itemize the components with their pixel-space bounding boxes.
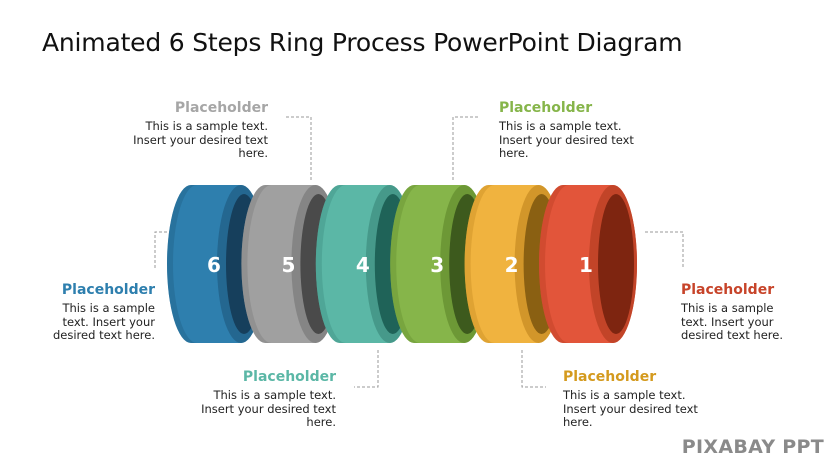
callout-text: This is a sample text. Insert your desir… <box>499 119 634 160</box>
callout-text: This is a sample text. Insert your desir… <box>681 301 783 342</box>
callout-heading: Placeholder <box>563 369 657 385</box>
callout-heading: Placeholder <box>499 100 593 116</box>
connector-right <box>645 231 684 268</box>
connector-bottom-left <box>354 350 379 388</box>
ring-opening <box>598 194 634 334</box>
callout-bottom-right: Placeholder This is a sample text. Inser… <box>563 368 719 430</box>
ring-left-shade <box>464 185 495 343</box>
callout-heading: Placeholder <box>681 282 775 298</box>
ring-number-label: 4 <box>356 253 370 277</box>
callout-text: This is a sample text. Insert your desir… <box>563 388 698 429</box>
connector-top-right <box>452 116 478 180</box>
ring-left-shade <box>315 185 346 343</box>
ring-left-shade <box>390 185 421 343</box>
ring-step-1 <box>539 185 637 343</box>
callout-text: This is a sample text. Insert your desir… <box>133 119 268 160</box>
callout-text: This is a sample text. Insert your desir… <box>53 301 155 342</box>
callout-top-left: Placeholder This is a sample text. Inser… <box>110 99 268 161</box>
connector-bottom-right <box>521 350 546 388</box>
slide-title: Animated 6 Steps Ring Process PowerPoint… <box>42 28 683 57</box>
callout-right: Placeholder This is a sample text. Inser… <box>681 281 797 343</box>
callout-heading: Placeholder <box>61 282 155 298</box>
ring-left-shade <box>539 185 569 343</box>
callout-heading: Placeholder <box>174 100 268 116</box>
connector-top-left <box>286 116 312 180</box>
callout-left: Placeholder This is a sample text. Inser… <box>38 281 155 343</box>
callout-bottom-left: Placeholder This is a sample text. Inser… <box>178 368 336 430</box>
watermark-logo: PIXABAY PPT <box>681 436 824 458</box>
callout-heading: Placeholder <box>242 369 336 385</box>
ring-number-label: 1 <box>579 253 593 277</box>
callout-text: This is a sample text. Insert your desir… <box>201 388 336 429</box>
ring-left-shade <box>241 185 272 343</box>
ring-number-label: 2 <box>505 253 519 277</box>
ring-number-label: 3 <box>430 253 444 277</box>
ring-left-shade <box>167 185 197 343</box>
ring-number-label: 6 <box>207 253 221 277</box>
ring-number-label: 5 <box>281 253 295 277</box>
callout-top-right: Placeholder This is a sample text. Inser… <box>499 99 655 161</box>
